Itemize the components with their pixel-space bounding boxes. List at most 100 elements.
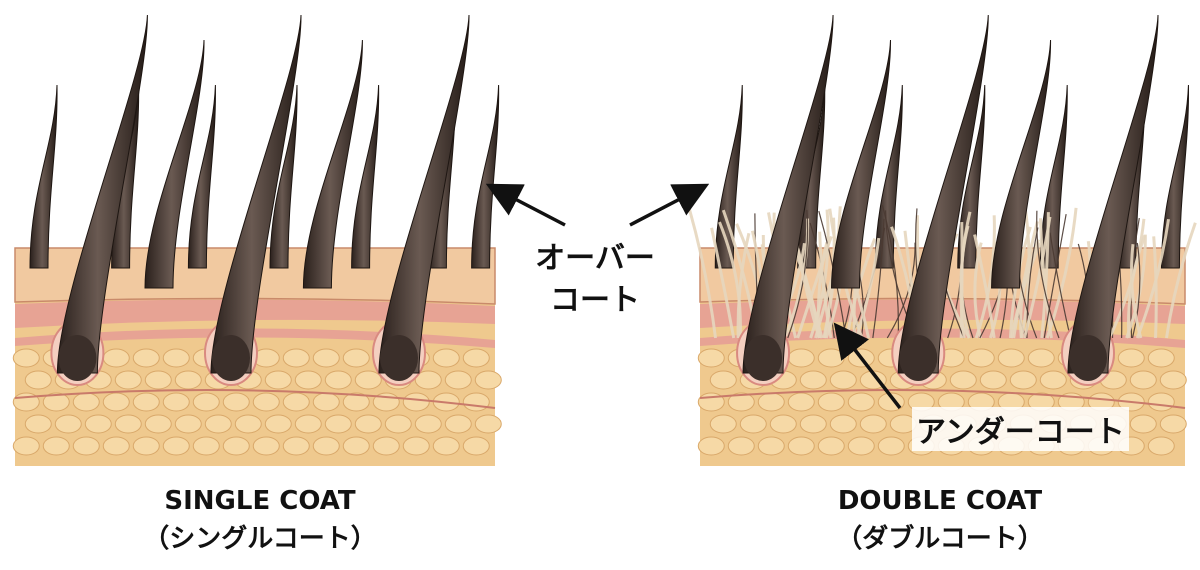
fat-cell <box>848 437 874 455</box>
fat-cell <box>163 437 189 455</box>
fat-cell <box>463 393 489 411</box>
hair-bulb <box>1069 335 1107 381</box>
fat-cell <box>313 393 339 411</box>
fat-cell <box>103 393 129 411</box>
fat-cell <box>1160 415 1186 433</box>
fat-cell <box>145 415 171 433</box>
fat-cell <box>235 415 261 433</box>
fat-cell <box>950 371 976 389</box>
fat-cell <box>415 415 441 433</box>
fat-cell <box>445 371 471 389</box>
fat-cell <box>475 371 501 389</box>
fat-cell <box>980 371 1006 389</box>
fat-cell <box>770 415 796 433</box>
fat-cell <box>25 371 51 389</box>
fat-cell <box>373 437 399 455</box>
fat-cell <box>1160 371 1186 389</box>
fat-cell <box>133 437 159 455</box>
fat-cell <box>145 371 171 389</box>
fat-cell <box>878 437 904 455</box>
fat-cell <box>830 371 856 389</box>
fat-cell <box>205 415 231 433</box>
single-coat-skin-section <box>13 15 501 466</box>
fat-cell <box>385 415 411 433</box>
fat-cell <box>728 437 754 455</box>
single-coat-caption: SINGLE COAT （シングルコート） <box>60 482 460 558</box>
fat-cell <box>1148 437 1174 455</box>
fat-cell <box>800 415 826 433</box>
fat-cell <box>313 349 339 367</box>
fat-cell <box>1130 415 1156 433</box>
thin-guard-hair <box>352 85 379 268</box>
fat-cell <box>445 415 471 433</box>
undercoat-label: アンダーコート <box>912 407 1129 451</box>
fat-cell <box>1010 371 1036 389</box>
fat-cell <box>698 349 724 367</box>
thin-guard-hair <box>1040 85 1067 268</box>
fat-cell <box>1148 393 1174 411</box>
fat-cell <box>163 349 189 367</box>
fat-cell <box>103 437 129 455</box>
fat-cell <box>403 437 429 455</box>
fat-cell <box>25 415 51 433</box>
fat-cell <box>758 437 784 455</box>
fat-cell <box>830 415 856 433</box>
fat-cell <box>710 371 736 389</box>
fat-cell <box>175 415 201 433</box>
fat-cell <box>265 371 291 389</box>
fat-cell <box>313 437 339 455</box>
fat-cell <box>253 437 279 455</box>
overcoat-label-line1: オーバー <box>520 238 670 280</box>
hair-bulb <box>899 335 937 381</box>
fat-cell <box>968 349 994 367</box>
single-coat-subtitle: （シングルコート） <box>60 520 460 558</box>
double-coat-title: DOUBLE COAT <box>740 482 1140 520</box>
fat-cell <box>800 371 826 389</box>
fat-cell <box>223 393 249 411</box>
fat-cell <box>103 349 129 367</box>
double-coat-subtitle: （ダブルコート） <box>740 520 1140 558</box>
fat-cell <box>115 371 141 389</box>
fat-cell <box>283 437 309 455</box>
hair-bulb <box>212 335 250 381</box>
fat-cell <box>463 437 489 455</box>
fat-cell <box>175 371 201 389</box>
fat-cell <box>283 349 309 367</box>
fat-cell <box>325 415 351 433</box>
overcoat-label-line2: コート <box>520 280 670 322</box>
fat-cell <box>283 393 309 411</box>
fat-cell <box>758 393 784 411</box>
fat-cell <box>163 393 189 411</box>
fat-cell <box>295 415 321 433</box>
fat-cell <box>355 415 381 433</box>
fat-cell <box>998 349 1024 367</box>
fat-cell <box>788 349 814 367</box>
fat-cell <box>343 437 369 455</box>
fat-cell <box>1118 349 1144 367</box>
hair-bulb <box>58 335 96 381</box>
fat-cell <box>73 393 99 411</box>
thin-guard-hair <box>30 85 57 268</box>
fat-cell <box>355 371 381 389</box>
fat-cell <box>788 437 814 455</box>
double-coat-caption: DOUBLE COAT （ダブルコート） <box>740 482 1140 558</box>
fat-cell <box>115 415 141 433</box>
fat-cell <box>740 415 766 433</box>
fat-cell <box>1040 371 1066 389</box>
fat-cell <box>433 437 459 455</box>
fat-cell <box>1148 349 1174 367</box>
overcoat-arrow-left <box>492 187 565 225</box>
fat-cell <box>1130 371 1156 389</box>
thin-guard-hair <box>715 85 742 268</box>
fat-cell <box>85 415 111 433</box>
fat-cell <box>463 349 489 367</box>
fat-cell <box>818 437 844 455</box>
fat-cell <box>253 393 279 411</box>
fat-cell <box>223 437 249 455</box>
fat-cell <box>133 393 159 411</box>
fat-cell <box>55 415 81 433</box>
single-coat-title: SINGLE COAT <box>60 482 460 520</box>
thin-guard-hair <box>472 85 499 268</box>
fat-cell <box>265 415 291 433</box>
fat-cell <box>433 349 459 367</box>
